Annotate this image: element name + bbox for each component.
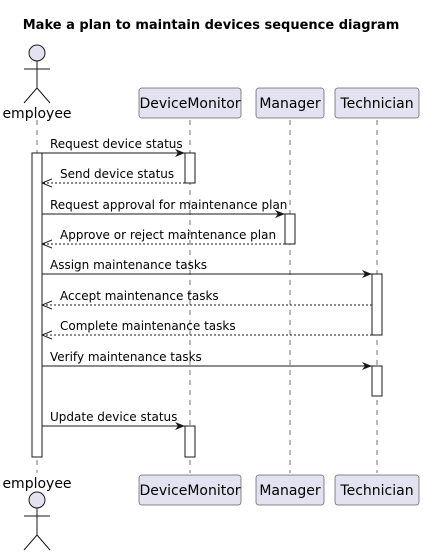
participant-box [138,87,242,119]
message-4: Approve or reject maintenance plan [42,228,285,244]
participant-box [138,474,242,506]
actor-employee-bottom: employee [2,476,72,551]
activation-bar-employee [31,152,43,458]
message-7: Complete maintenance tasks [42,319,372,335]
participant-devicemonitor-bottom: DeviceMonitor [138,474,242,506]
activation-bar-technician [371,365,383,397]
participant-technician-bottom: Technician [334,474,420,506]
message-label: Update device status [50,410,177,424]
message-label: Assign maintenance tasks [50,258,207,272]
message-label: Request approval for maintenance plan [50,198,287,212]
participant-label: Technician [339,96,413,112]
message-6: Accept maintenance tasks [42,289,372,305]
participant-label: Manager [259,483,321,499]
activation-bar-manager [284,213,296,245]
actor-employee-top: employee [2,44,72,122]
message-3: Request approval for maintenance plan [42,198,287,218]
message-9: Update device status [42,410,185,430]
participant-box [334,474,420,506]
participant-label: DeviceMonitor [139,96,240,112]
stick-figure-icon [23,491,51,551]
participants: employeeemployeeDeviceMonitorDeviceMonit… [2,44,420,551]
participant-box [334,87,420,119]
message-label: Complete maintenance tasks [60,319,236,333]
message-8: Verify maintenance tasks [42,350,372,370]
actor-label: employee [2,106,71,122]
message-1: Request device status [42,137,185,157]
participant-devicemonitor-top: DeviceMonitor [138,87,242,119]
participant-label: Manager [259,96,321,112]
message-label: Request device status [50,137,183,151]
actor-label: employee [2,476,71,492]
diagram-title: Make a plan to maintain devices sequence… [23,18,400,33]
participant-manager-top: Manager [255,87,325,119]
participant-manager-bottom: Manager [255,474,325,506]
activation-bar-devicemonitor [184,152,196,184]
message-label: Verify maintenance tasks [50,350,202,364]
participant-box [255,474,325,506]
message-label: Accept maintenance tasks [60,289,219,303]
participant-technician-top: Technician [334,87,420,119]
message-label: Approve or reject maintenance plan [60,228,276,242]
participant-label: Technician [339,483,413,499]
message-label: Send device status [60,167,174,181]
activation-bar-technician [371,273,383,336]
participant-label: DeviceMonitor [139,483,240,499]
activation-bar-devicemonitor [184,425,196,458]
message-2: Send device status [42,167,185,183]
stick-figure-icon [23,44,51,104]
participant-box [255,87,325,119]
message-5: Assign maintenance tasks [42,258,372,278]
